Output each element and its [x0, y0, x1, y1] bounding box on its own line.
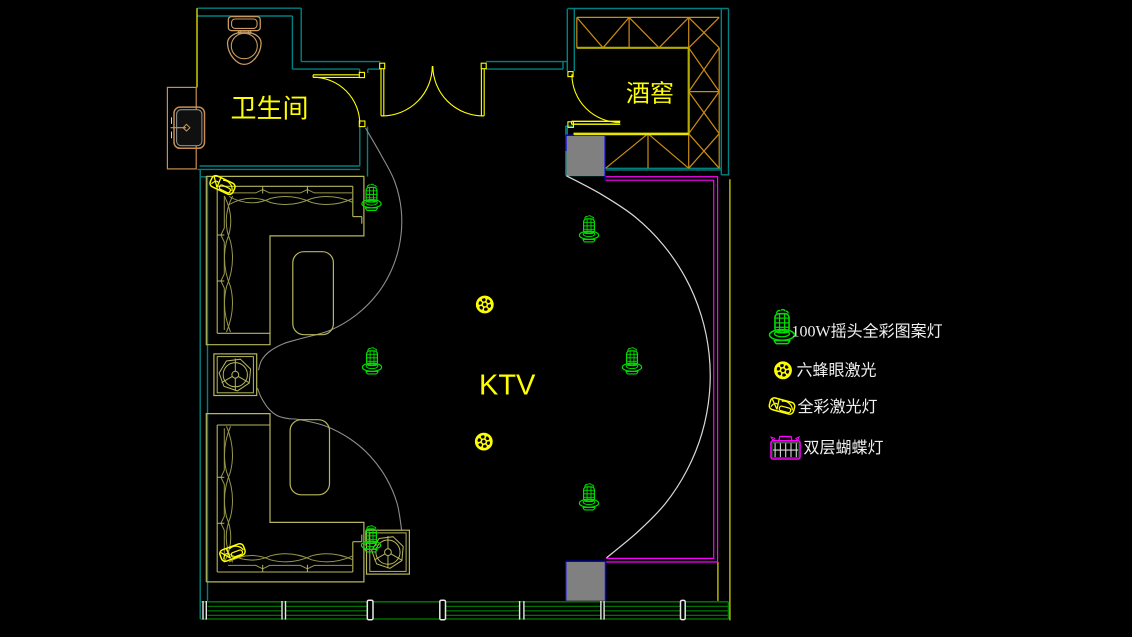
room-label: KTV	[479, 370, 536, 402]
coffee-table	[289, 419, 331, 496]
text-layer: 卫生间 酒窖 KTV	[230, 81, 674, 402]
sofa-upper	[205, 175, 365, 346]
full-color-laser-symbol	[209, 174, 236, 196]
double-butterfly-light-symbol	[770, 435, 801, 460]
coffee-table	[292, 251, 334, 336]
hex-eye-laser-symbol	[774, 361, 792, 380]
legend-label-full-color-laser: 全彩激光灯	[798, 398, 878, 416]
moving-head-light-symbol	[768, 308, 796, 345]
moving-head-light-symbol	[361, 183, 382, 211]
hex-eye-laser-symbol	[474, 432, 493, 451]
moving-head-light-symbol	[578, 483, 600, 511]
bathroom-label: 卫生间	[230, 95, 308, 124]
light-symbols-layer	[209, 174, 643, 563]
moving-head-light-symbol	[621, 347, 643, 375]
legend-label-double-butterfly: 双层蝴蝶灯	[804, 439, 884, 457]
legend-icons	[768, 308, 801, 460]
speaker-box	[213, 353, 258, 397]
legend: 100W摇头全彩图案灯 六蜂眼激光 全彩激光灯 双层蝴蝶灯	[768, 308, 943, 460]
window-band-layer	[200, 599, 730, 621]
bathroom-fixtures-layer	[166, 15, 262, 170]
moving-head-light-symbol	[578, 215, 600, 243]
full-color-laser-symbol	[768, 397, 796, 415]
sofa-lower	[205, 412, 365, 583]
moving-head-light-symbol	[360, 525, 382, 553]
hex-eye-laser-symbol	[475, 295, 494, 314]
full-color-laser-symbol	[219, 542, 246, 563]
walls-layer	[196, 7, 731, 621]
speaker-box	[365, 529, 411, 575]
cellar-label: 酒窖	[626, 81, 674, 108]
furniture-layer	[205, 175, 411, 583]
legend-label-hex-eye-laser: 六蜂眼激光	[797, 362, 877, 380]
moving-head-light-symbol	[361, 347, 383, 375]
curves-layer	[256, 127, 711, 559]
doors-layer	[312, 62, 621, 128]
legend-label-moving-head-light: 100W摇头全彩图案灯	[792, 323, 943, 341]
wine-rack-layer	[573, 16, 720, 169]
